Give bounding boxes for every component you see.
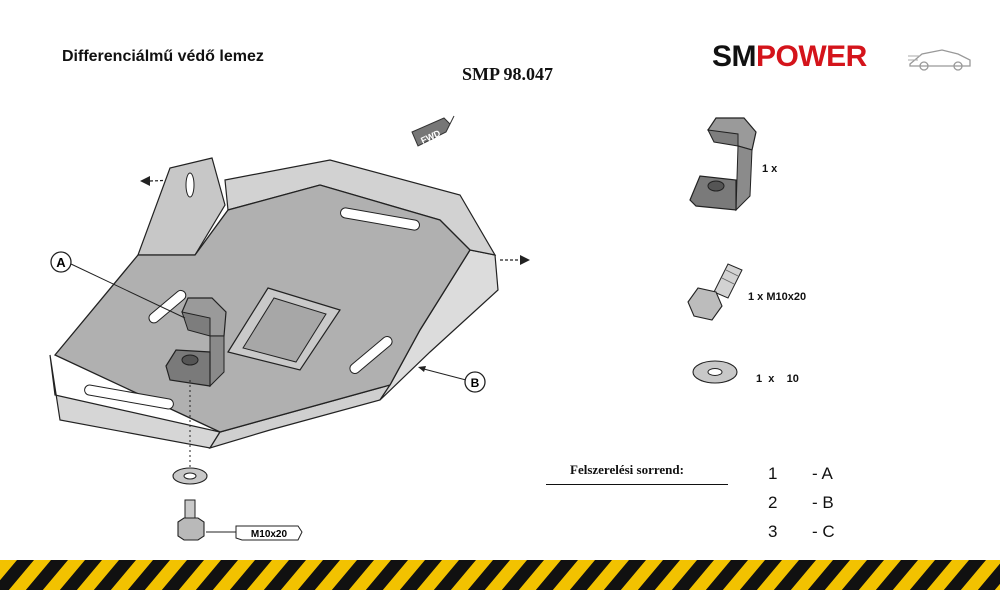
right-direction-arrow-icon — [500, 255, 530, 265]
page-title: Differenciálmű védő lemez — [62, 48, 264, 65]
product-code: SMP 98.047 — [462, 64, 554, 84]
install-order-divider — [546, 484, 728, 485]
washer-icon — [172, 467, 208, 485]
hazard-stripe — [0, 560, 1000, 590]
callout-b: B — [418, 366, 486, 393]
smpower-logo: SMPOWER — [712, 38, 974, 76]
washer-icon — [692, 360, 738, 384]
bracket-clamp-icon — [689, 117, 757, 212]
skid-plate-drawing: FWD — [49, 115, 530, 541]
part-3-qty: 1 x 10 — [756, 373, 799, 385]
callout-a: A — [50, 251, 186, 319]
part-1-qty: 1 x — [762, 163, 778, 175]
logo-sm-text: SM — [712, 40, 757, 73]
left-direction-arrow-icon — [140, 176, 179, 186]
parts-list — [687, 117, 757, 384]
step-2-part: - B — [812, 493, 834, 512]
bracket-a — [165, 297, 227, 388]
bolt-icon — [177, 499, 205, 541]
svg-text:B: B — [471, 376, 480, 390]
step-2-number: 2 — [768, 493, 778, 512]
svg-text:A: A — [56, 255, 66, 270]
logo-power-text: POWER — [756, 40, 867, 73]
bolt-icon — [687, 263, 743, 321]
skid-plate — [49, 157, 499, 450]
install-order-label: Felszerelési sorrend: — [570, 462, 684, 477]
step-1-part: - A — [812, 464, 833, 483]
svg-text:M10x20: M10x20 — [251, 529, 288, 540]
step-3-part: - C — [812, 522, 835, 541]
car-silhouette-icon — [908, 49, 971, 71]
bolt-callout: M10x20 — [206, 525, 303, 541]
part-2-qty: 1 x M10x20 — [748, 291, 807, 303]
step-1-number: 1 — [768, 464, 778, 483]
fwd-arrow-icon: FWD — [411, 115, 455, 147]
step-3-number: 3 — [768, 522, 778, 541]
